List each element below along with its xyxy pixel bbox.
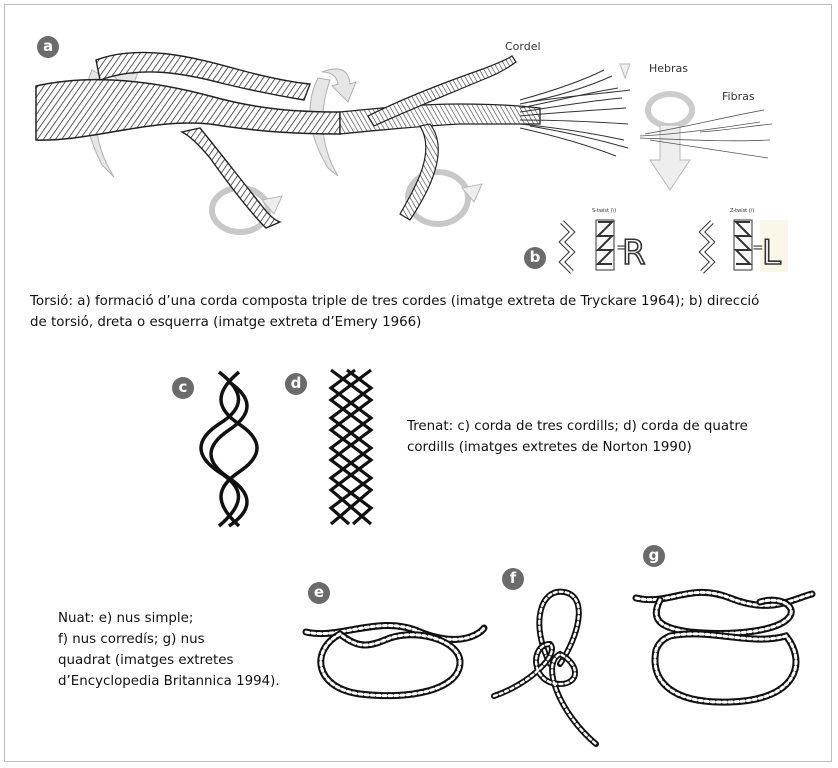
caption-nuat-line4: d’Encyclopedia Britannica 1994). — [58, 674, 280, 689]
strand-lower — [179, 127, 282, 229]
svg-text:=: = — [616, 240, 628, 256]
caption-nuat-line1: Nuat: e) nus simple; — [58, 611, 194, 626]
figure-frame — [4, 4, 832, 762]
badge-e: e — [308, 582, 330, 604]
caption-nuat-line2: f) nus corredís; g) nus — [58, 632, 205, 647]
badge-c: c — [172, 377, 194, 399]
twist-direction-illustration: = = — [558, 219, 788, 274]
letter-left: L — [761, 233, 782, 273]
simple-knot — [302, 622, 488, 700]
z-twist-strand-diagram — [733, 219, 788, 272]
caption-trenat-line1: Trenat: c) corda de tres cordills; d) co… — [407, 419, 748, 434]
badge-d: d — [285, 373, 307, 395]
strand-upper — [95, 51, 311, 101]
z-twist-rope — [698, 220, 716, 274]
caption-nuat-line3: quadrat (imatges extretes — [58, 653, 234, 668]
s-twist-rope — [558, 220, 576, 274]
frayed-threads — [519, 69, 631, 157]
s-twist-strand-diagram — [595, 219, 615, 271]
badge-g: g — [643, 545, 665, 567]
letter-right: R — [621, 233, 646, 273]
rope-formation-illustration — [35, 51, 773, 235]
caption-torsio-line1: Torsió: a) formació d’una corda composta… — [30, 294, 760, 309]
label-z-twist: Z-twist (/) — [730, 208, 755, 214]
square-knot — [632, 588, 816, 706]
caption-trenat-line2: cordills (imatges extretes de Norton 199… — [407, 440, 692, 455]
badge-a: a — [37, 36, 59, 58]
cordel-strand — [367, 55, 517, 127]
badge-f: f — [502, 568, 524, 590]
badge-b: b — [524, 247, 546, 269]
label-cordel: Cordel — [505, 40, 541, 53]
label-hebras: Hebras — [649, 62, 689, 75]
rotation-arrow-lower-mid — [405, 169, 483, 227]
three-strand-braid — [199, 370, 259, 528]
rotation-arrow-large-mid — [309, 68, 357, 177]
svg-text:=: = — [752, 240, 764, 256]
caption-torsio-line2: de torsió, dreta o esquerra (imatge extr… — [30, 315, 422, 330]
label-s-twist: S-twist (\) — [592, 208, 617, 214]
four-strand-braid — [328, 368, 374, 526]
slip-knot — [491, 588, 599, 747]
down-strand — [399, 123, 439, 221]
label-fibras: Fibras — [722, 90, 755, 103]
fibres — [639, 109, 773, 159]
